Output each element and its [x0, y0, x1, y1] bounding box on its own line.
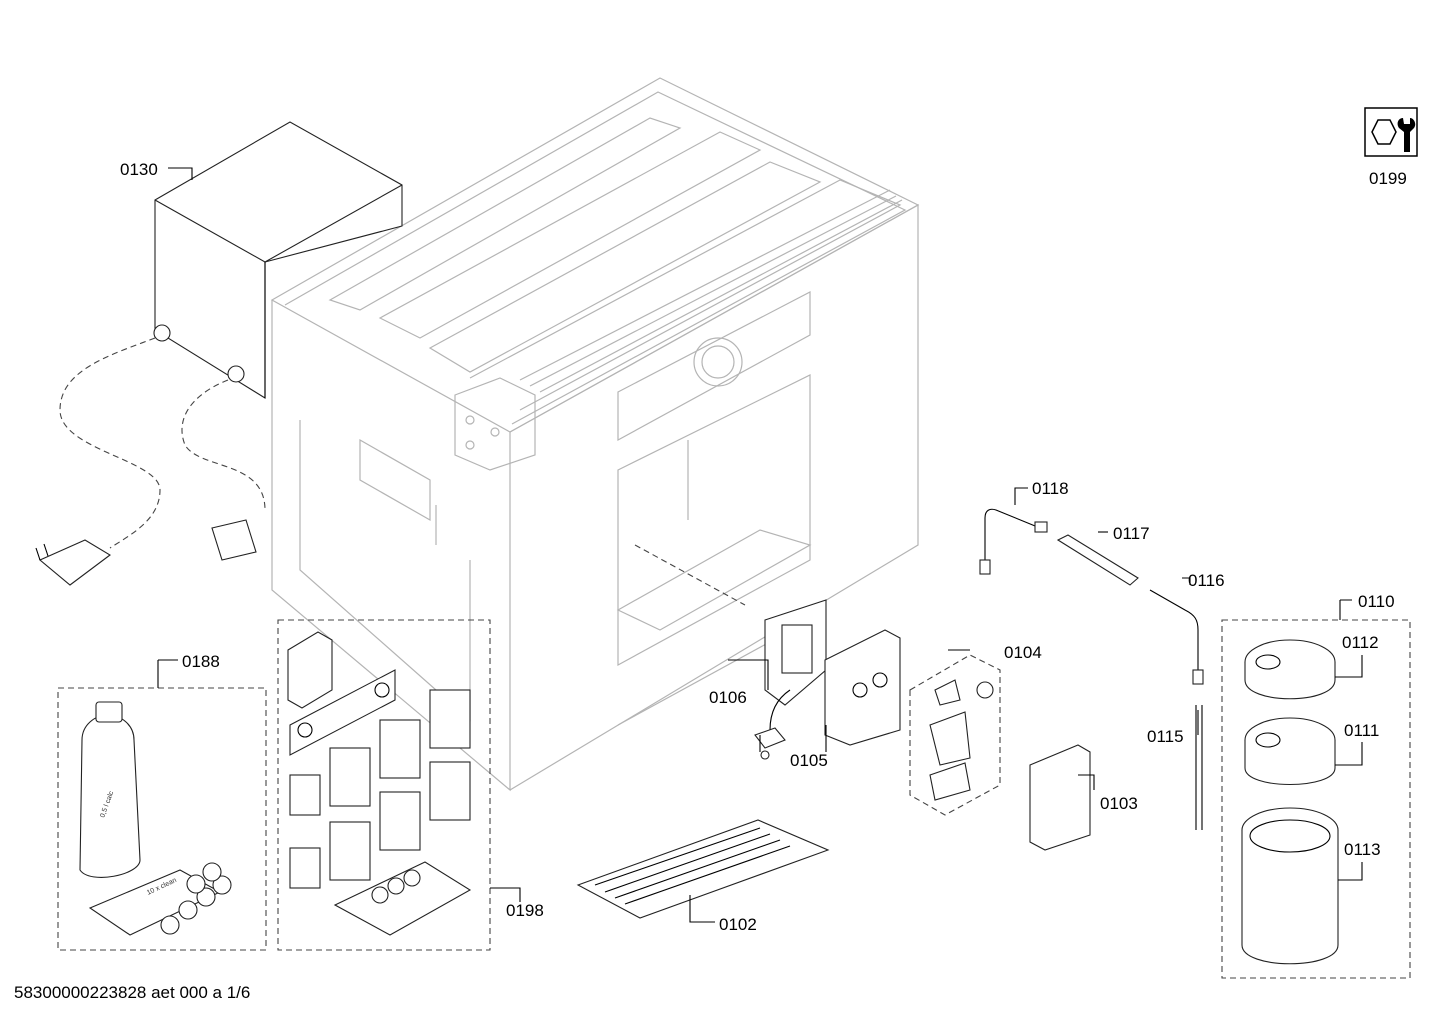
callout-0103: 0103 [1100, 794, 1138, 813]
callout-0198: 0198 [506, 901, 544, 920]
service-tools-icon [1364, 107, 1418, 157]
milk-tubes [979, 508, 1204, 830]
leader-lines [157, 167, 1363, 923]
callout-0118: 0118 [1032, 479, 1069, 498]
callout-0116: 0116 [1188, 571, 1225, 590]
callout-0199: 0199 [1369, 169, 1407, 188]
callout-0104: 0104 [1004, 643, 1042, 662]
document-code: 58300000223828 aet 000 a 1/6 [14, 983, 250, 1002]
side-cover [1029, 744, 1091, 851]
callout-0112: 0112 [1342, 633, 1379, 652]
clip-set [909, 654, 1001, 816]
callout-0117: 0117 [1113, 524, 1150, 543]
brew-unit-parts [754, 599, 901, 760]
callout-0115: 0115 [1147, 727, 1184, 746]
power-supply-box [35, 121, 403, 586]
callout-0110: 0110 [1358, 592, 1395, 611]
main-housing [270, 77, 920, 792]
drip-tray-grid [576, 819, 830, 919]
descaler-kit: 0,5 l calc 10 x clean [57, 687, 267, 951]
callout-0188: 0188 [182, 652, 220, 671]
callout-0113: 0113 [1344, 840, 1381, 859]
small-parts-kit [277, 619, 491, 951]
callout-0105: 0105 [790, 751, 828, 770]
callout-0102: 0102 [719, 915, 757, 934]
callout-0111: 0111 [1344, 721, 1379, 740]
milk-container-kit [1221, 619, 1411, 979]
callout-0130: 0130 [120, 160, 158, 179]
callout-0106: 0106 [709, 688, 747, 707]
